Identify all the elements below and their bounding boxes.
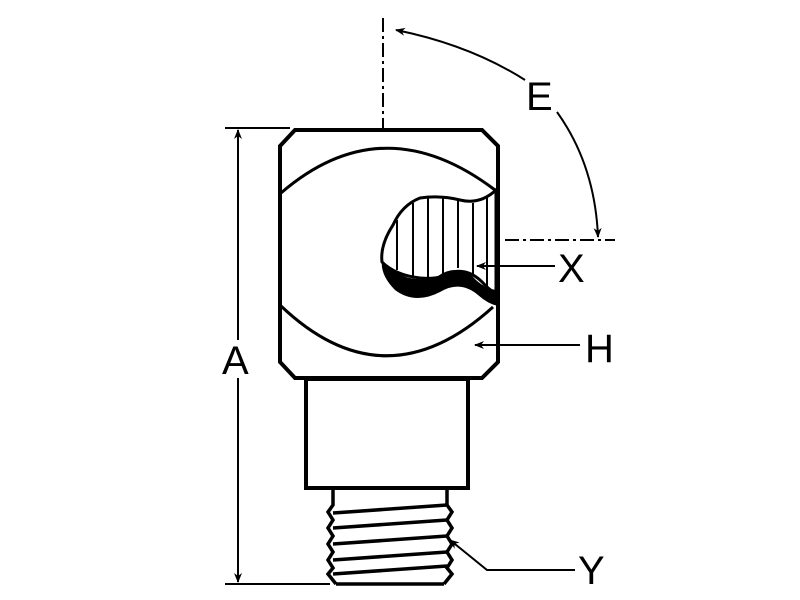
angle-e-arc-upper (395, 27, 526, 81)
angle-e-arc-lower (556, 111, 602, 238)
label-y: Y (578, 549, 605, 593)
body-arc-bottom (279, 304, 495, 358)
shank (304, 377, 470, 490)
hex-body (278, 128, 500, 380)
male-thread (325, 490, 455, 586)
cutaway-port (380, 186, 498, 306)
label-h: H (585, 327, 614, 371)
label-a: A (222, 339, 249, 383)
label-e: E (526, 75, 553, 119)
leader-y (449, 539, 575, 571)
label-x: X (558, 247, 585, 291)
dimension-a (225, 127, 330, 585)
body-arc-top (280, 146, 496, 195)
